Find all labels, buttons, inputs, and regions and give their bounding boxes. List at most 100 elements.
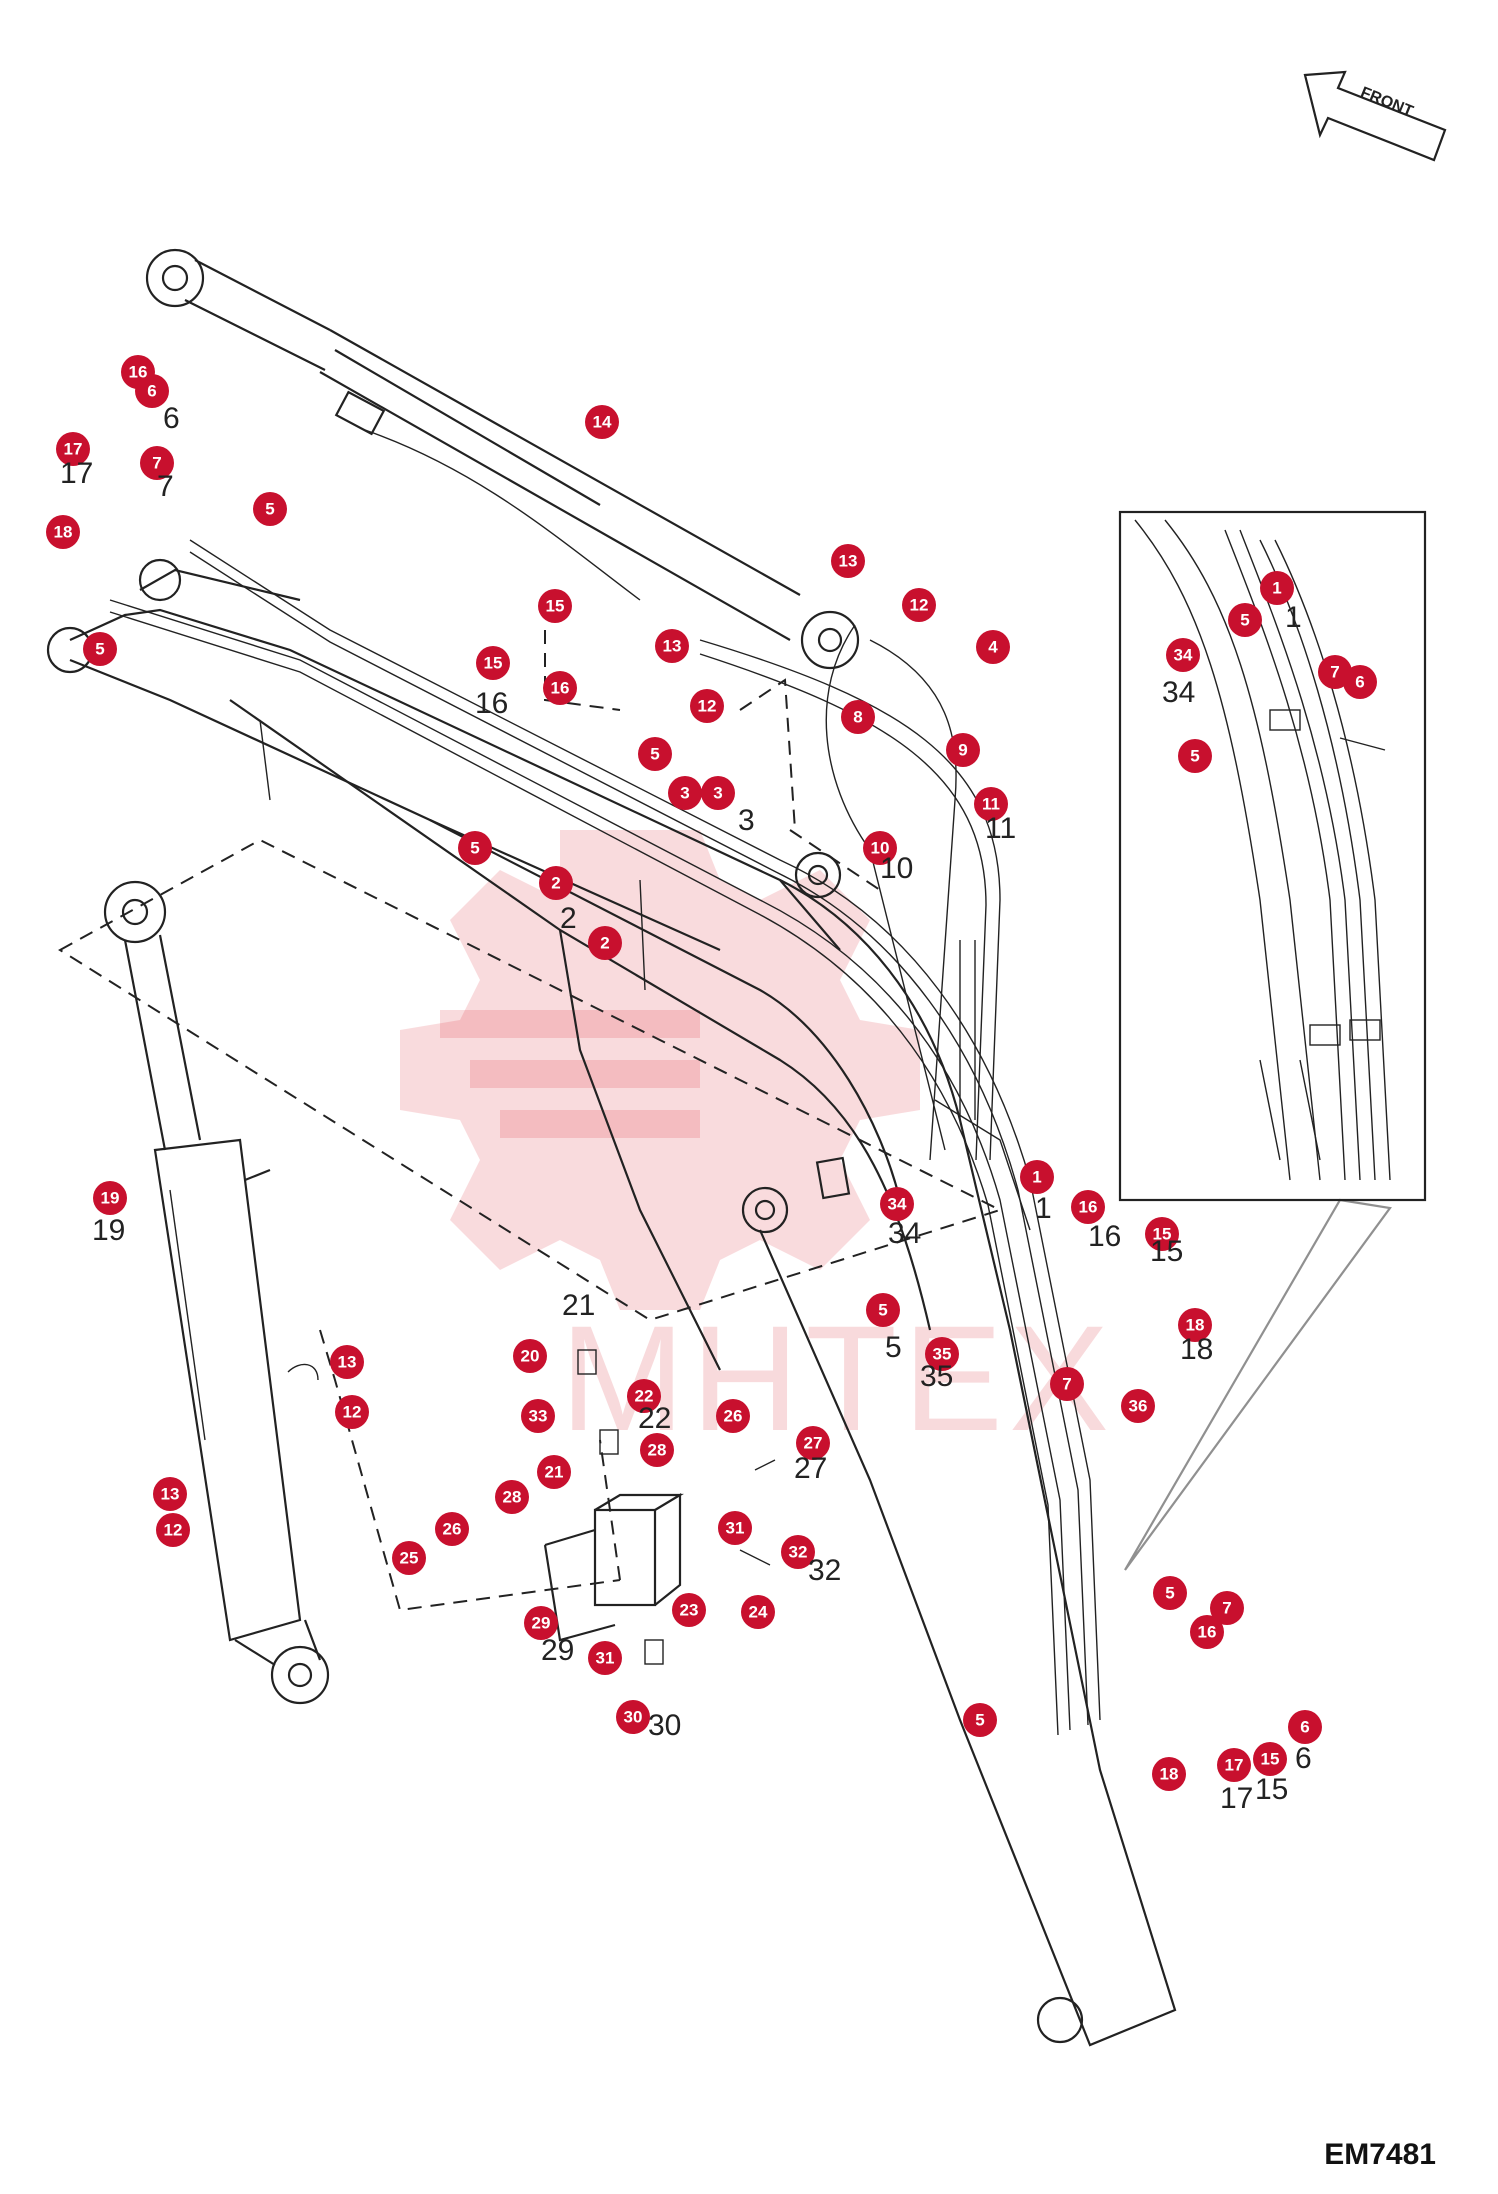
part-number-22: 22 bbox=[638, 1402, 671, 1435]
callout-circle bbox=[701, 776, 735, 810]
callout-18: 18 bbox=[1178, 1308, 1212, 1342]
callout-circle bbox=[866, 1293, 900, 1327]
callout-5: 5 bbox=[638, 737, 672, 771]
callout-circle bbox=[1178, 1308, 1212, 1342]
callout-circle bbox=[588, 926, 622, 960]
callout-21: 21 bbox=[537, 1455, 571, 1489]
callout-number: 14 bbox=[593, 413, 612, 432]
callout-number: 26 bbox=[443, 1520, 462, 1539]
callout-circle bbox=[543, 671, 577, 705]
callout-18: 18 bbox=[46, 515, 80, 549]
callout-circle bbox=[963, 1703, 997, 1737]
callout-number: 28 bbox=[503, 1488, 522, 1507]
callout-circle bbox=[140, 446, 174, 480]
callout-circle bbox=[781, 1535, 815, 1569]
watermark: MHTEX bbox=[400, 830, 1109, 1462]
callout-number: 32 bbox=[789, 1543, 808, 1562]
callout-19: 19 bbox=[93, 1181, 127, 1215]
callout-number: 27 bbox=[804, 1434, 823, 1453]
callout-number: 5 bbox=[95, 640, 104, 659]
callout-5: 5 bbox=[1178, 739, 1212, 773]
callout-circle bbox=[253, 492, 287, 526]
callout-number: 7 bbox=[152, 454, 161, 473]
callout-number: 3 bbox=[713, 784, 722, 803]
callout-24: 24 bbox=[741, 1595, 775, 1629]
callout-23: 23 bbox=[672, 1593, 706, 1627]
callout-number: 7 bbox=[1330, 663, 1339, 682]
callout-number: 11 bbox=[982, 795, 1000, 814]
callout-5: 5 bbox=[1153, 1576, 1187, 1610]
callout-circle bbox=[153, 1477, 187, 1511]
callout-13: 13 bbox=[831, 544, 865, 578]
callout-number: 15 bbox=[546, 597, 565, 616]
callout-number: 8 bbox=[853, 708, 862, 727]
callout-4: 4 bbox=[976, 630, 1010, 664]
callout-5: 5 bbox=[866, 1293, 900, 1327]
detail-inset bbox=[1118, 510, 1427, 1571]
callout-22: 22 bbox=[627, 1379, 661, 1413]
callout-14: 14 bbox=[585, 405, 619, 439]
callout-number: 2 bbox=[600, 934, 609, 953]
callout-31: 31 bbox=[588, 1641, 622, 1675]
callout-circle bbox=[1288, 1710, 1322, 1744]
callout-number: 1 bbox=[1272, 579, 1281, 598]
callout-number: 28 bbox=[648, 1441, 667, 1460]
callout-number: 12 bbox=[910, 596, 929, 615]
callout-number: 5 bbox=[1165, 1584, 1174, 1603]
callout-number: 3 bbox=[680, 784, 689, 803]
part-number-19: 19 bbox=[92, 1214, 125, 1247]
callout-circle bbox=[335, 1395, 369, 1429]
part-number-2: 2 bbox=[560, 902, 577, 935]
callout-circle bbox=[796, 1426, 830, 1460]
callout-12: 12 bbox=[902, 588, 936, 622]
callout-circle bbox=[1253, 1742, 1287, 1776]
callout-13: 13 bbox=[330, 1345, 364, 1379]
callout-15: 15 bbox=[1145, 1217, 1179, 1251]
part-number-6: 6 bbox=[1295, 1742, 1312, 1775]
callout-31: 31 bbox=[718, 1511, 752, 1545]
part-number-21: 21 bbox=[562, 1289, 595, 1322]
callout-1: 1 bbox=[1020, 1160, 1054, 1194]
callout-17: 17 bbox=[1217, 1748, 1251, 1782]
part-number-7: 7 bbox=[157, 470, 174, 503]
callout-28: 28 bbox=[640, 1433, 674, 1467]
callout-circle bbox=[1152, 1757, 1186, 1791]
callout-16: 16 bbox=[121, 355, 155, 389]
callout-circle bbox=[1260, 571, 1294, 605]
callout-number: 6 bbox=[1300, 1718, 1309, 1737]
callout-26: 26 bbox=[716, 1399, 750, 1433]
arm-cylinder bbox=[145, 248, 860, 670]
callout-circle bbox=[1050, 1367, 1084, 1401]
callout-circle bbox=[672, 1593, 706, 1627]
callout-number: 5 bbox=[1190, 747, 1199, 766]
callout-34: 34 bbox=[880, 1187, 914, 1221]
callout-15: 15 bbox=[476, 646, 510, 680]
callout-number: 20 bbox=[521, 1347, 540, 1366]
callout-7: 7 bbox=[1318, 655, 1352, 689]
callout-13: 13 bbox=[153, 1477, 187, 1511]
callout-circle bbox=[121, 355, 155, 389]
callout-10: 10 bbox=[863, 831, 897, 865]
callout-number: 35 bbox=[933, 1345, 952, 1364]
callout-number: 1 bbox=[1032, 1168, 1041, 1187]
part-number-15: 15 bbox=[1150, 1235, 1183, 1268]
callout-36: 36 bbox=[1121, 1389, 1155, 1423]
part-number-34: 34 bbox=[1162, 676, 1195, 709]
callout-number: 13 bbox=[839, 552, 858, 571]
callout-number: 31 bbox=[726, 1519, 745, 1538]
callout-number: 4 bbox=[988, 638, 998, 657]
callout-circle bbox=[638, 737, 672, 771]
callout-number: 5 bbox=[650, 745, 659, 764]
callout-29: 29 bbox=[524, 1606, 558, 1640]
part-number-29: 29 bbox=[541, 1634, 574, 1667]
part-number-17: 17 bbox=[60, 457, 93, 490]
callout-number: 12 bbox=[164, 1521, 183, 1540]
callout-number: 17 bbox=[64, 440, 83, 459]
callout-number: 19 bbox=[101, 1189, 120, 1208]
callout-circle bbox=[458, 831, 492, 865]
callout-8: 8 bbox=[841, 700, 875, 734]
callout-circle bbox=[1020, 1160, 1054, 1194]
callout-number: 10 bbox=[871, 839, 890, 858]
callout-circle bbox=[880, 1187, 914, 1221]
